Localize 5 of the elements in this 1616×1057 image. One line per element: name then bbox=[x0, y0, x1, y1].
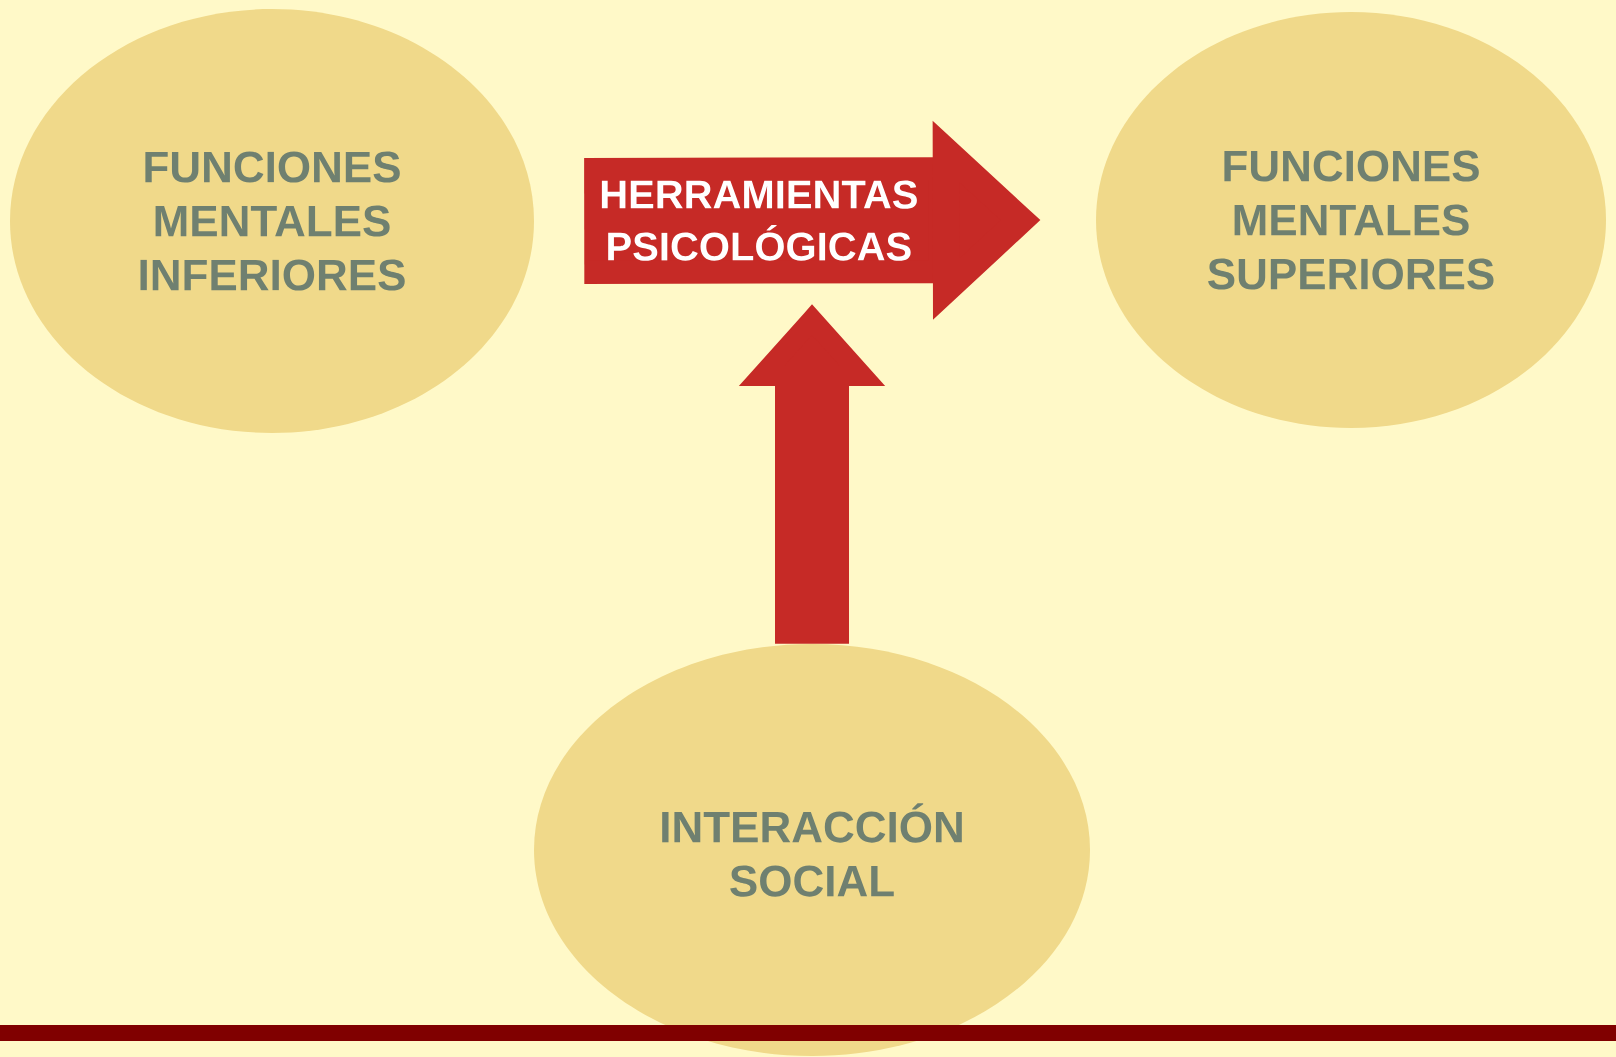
ellipse-node: FUNCIONES MENTALES INFERIORES bbox=[10, 9, 534, 433]
ellipse-node: FUNCIONES MENTALES SUPERIORES bbox=[1096, 12, 1606, 428]
ellipse-node: INTERACCIÓN SOCIAL bbox=[534, 644, 1090, 1056]
divider-bar bbox=[0, 1025, 1616, 1041]
edge-label: HERRAMIENTAS PSICOLÓGICAS bbox=[601, 180, 917, 261]
